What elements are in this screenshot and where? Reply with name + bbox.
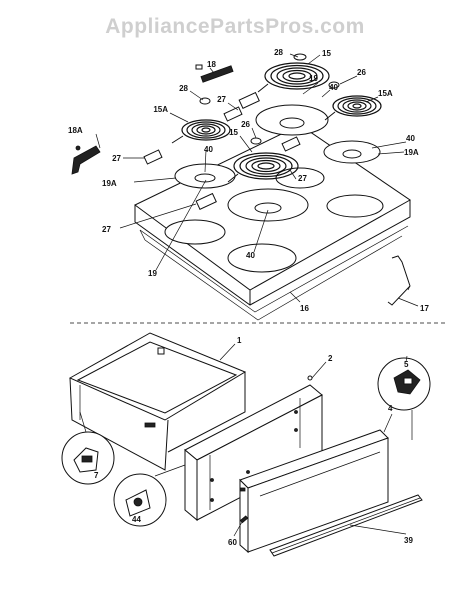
detail-circles xyxy=(61,357,431,527)
callout-15A: 15A xyxy=(153,105,168,114)
drip-bowl-rear-right xyxy=(323,140,381,164)
callout-15: 15 xyxy=(229,128,238,137)
callout-19: 19 xyxy=(309,74,318,83)
drip-bowl-rear-left xyxy=(255,104,329,136)
callout-18: 18 xyxy=(207,60,216,69)
callout-15: 15 xyxy=(322,49,331,58)
callout-26: 26 xyxy=(357,68,366,77)
cooktop-opening-front-left xyxy=(164,219,226,245)
support-bracket-17 xyxy=(387,255,411,306)
surface-elements xyxy=(171,62,382,183)
callout-40: 40 xyxy=(246,251,255,260)
cooktop-opening-rear-right xyxy=(326,194,384,218)
callout-28: 28 xyxy=(274,48,283,57)
screw-60 xyxy=(239,515,249,524)
bracket-18A xyxy=(71,145,101,175)
callout-27: 27 xyxy=(298,174,307,183)
brackets xyxy=(71,64,234,175)
terminal-block-left xyxy=(143,149,163,165)
terminal-block-right xyxy=(281,136,301,152)
callout-40: 40 xyxy=(204,145,213,154)
bracket-18 xyxy=(200,65,234,83)
cooktop-opening-front-right xyxy=(227,243,297,273)
callout-1: 1 xyxy=(237,336,242,345)
callout-18A: 18A xyxy=(68,126,83,135)
callout-39: 39 xyxy=(404,536,413,545)
callout-7: 7 xyxy=(94,471,99,480)
callout-5: 5 xyxy=(404,360,409,369)
callout-60: 60 xyxy=(228,538,237,547)
detail-44 xyxy=(113,473,167,527)
drip-bowl-front-right xyxy=(227,188,309,222)
callout-19A: 19A xyxy=(404,148,419,157)
callout-19: 19 xyxy=(148,269,157,278)
surface-element-large-rear xyxy=(257,62,330,93)
callout-15A: 15A xyxy=(378,89,393,98)
callout-17: 17 xyxy=(420,304,429,313)
callout-44: 44 xyxy=(132,515,141,524)
callout-16: 16 xyxy=(300,304,309,313)
drawer-assembly xyxy=(68,332,423,557)
terminal-block-front xyxy=(195,192,217,210)
detail-5 xyxy=(377,357,431,411)
terminal-block-mid xyxy=(223,106,243,122)
callout-27: 27 xyxy=(217,95,226,104)
trim-ring-top xyxy=(293,53,307,61)
leader-lines-lower xyxy=(79,343,413,537)
surface-element-large-front xyxy=(227,152,299,183)
callout-19A: 19A xyxy=(102,179,117,188)
callouts-lower: 1 2 5 4 7 44 60 39 xyxy=(94,336,413,547)
callout-27: 27 xyxy=(102,225,111,234)
surface-element-small-front xyxy=(171,119,231,144)
trim-ring-front xyxy=(250,137,262,145)
callout-27: 27 xyxy=(112,154,121,163)
callout-40: 40 xyxy=(406,134,415,143)
callout-40: 40 xyxy=(329,83,338,92)
callout-2: 2 xyxy=(328,354,333,363)
leader-lines-upper xyxy=(95,53,419,307)
watermark-text: AppliancePartsPros.com xyxy=(105,15,365,38)
callout-26: 26 xyxy=(241,120,250,129)
surface-element-small-rear xyxy=(324,95,382,121)
terminal-block-rear xyxy=(238,91,260,109)
callouts-upper: 28 15 18 26 19 40 15A 28 27 15A 26 15 40… xyxy=(68,48,429,313)
trim-ring-rear-right xyxy=(328,81,340,89)
drip-bowls xyxy=(174,104,381,222)
detail-7 xyxy=(61,431,115,485)
callout-4: 4 xyxy=(388,404,393,413)
callout-28: 28 xyxy=(179,84,188,93)
terminal-blocks xyxy=(143,91,301,210)
